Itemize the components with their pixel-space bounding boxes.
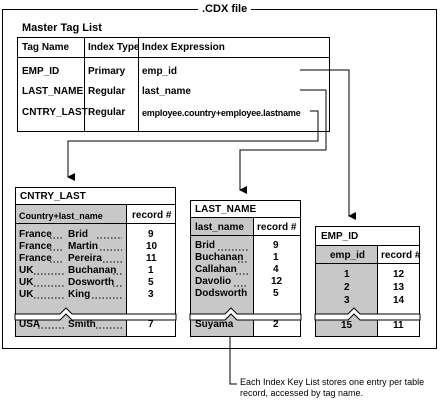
lastname-dotted-leaders — [218, 249, 248, 287]
cntry-dotted-leaders — [34, 237, 122, 329]
cntry-col2-header: record # — [132, 210, 172, 221]
empid-col-rule — [377, 246, 378, 336]
lastname-last-row-record: 2 — [273, 319, 279, 330]
cntry-row-2-name: Martin — [68, 241, 98, 252]
master-row-1-type: Primary — [88, 66, 126, 77]
cntry-row-2-country: France — [19, 241, 52, 252]
cntry-title-rule — [16, 204, 175, 205]
cntry-row-6-name: King — [68, 289, 91, 300]
cntry-row-1-record: 9 — [148, 229, 154, 240]
lastname-row-2-record: 1 — [273, 252, 279, 263]
empid-col2-header: record # — [381, 250, 421, 261]
empid-col1-header: emp_id — [330, 250, 366, 261]
empid-row-3-record: 14 — [393, 295, 405, 306]
last-name-title: LAST_NAME — [195, 204, 257, 215]
lastname-row-2-name: Buchanan — [195, 252, 244, 263]
cntry-row-4-country: UK — [19, 265, 34, 276]
lastname-col2-header: record # — [257, 222, 297, 233]
cntry-col1-header: Country+last_name — [19, 211, 103, 221]
cntry-last-connector — [67, 110, 319, 181]
emp-id-table: EMP_ID emp_id record # 1 12 2 13 3 14 15… — [315, 226, 420, 337]
lastname-last-row-name: Suyama — [195, 319, 234, 330]
last-name-connector — [239, 89, 327, 194]
cntry-row-3-country: France — [19, 253, 52, 264]
cntry-row-1-name: Brid — [68, 229, 88, 240]
cntry-row-5-record: 5 — [148, 277, 154, 288]
master-header-index-expression: Index Expression — [142, 42, 225, 53]
cntry-last-row-country: USA — [19, 319, 41, 330]
caption-connector — [229, 337, 237, 385]
cntry-last-row-name: Smith — [68, 319, 96, 330]
empid-row-2-id: 2 — [344, 282, 350, 293]
cdx-file-title: .CDX file — [198, 3, 252, 15]
master-row-1-tag: EMP_ID — [22, 66, 60, 77]
empid-row-1-record: 12 — [393, 269, 405, 280]
cntry-row-4-record: 1 — [148, 265, 154, 276]
cntry-last-row-record: 7 — [148, 319, 154, 330]
cntry-row-6-record: 3 — [148, 289, 154, 300]
master-tag-list-title: Master Tag List — [22, 22, 102, 34]
cntry-row-5-name: Dosworth — [68, 277, 115, 288]
master-row-3-expr: employee.country+employee.lastname — [142, 108, 301, 118]
empid-header-rule — [316, 263, 419, 264]
lastname-header-rule — [191, 235, 300, 236]
empid-row-1-id: 1 — [344, 269, 350, 280]
cntry-row-2-record: 10 — [146, 241, 158, 252]
master-header-tag-name: Tag Name — [22, 42, 70, 53]
master-row-3-type: Regular — [88, 107, 126, 118]
lastname-row-5-record: 5 — [273, 288, 279, 299]
cntry-header-rule — [16, 223, 175, 224]
master-row-2-type: Regular — [88, 86, 126, 97]
master-col-rule-2 — [138, 38, 139, 131]
empid-last-row-record: 11 — [393, 320, 404, 331]
cntry-row-3-name: Pereira — [68, 253, 102, 264]
cntry-row-1-country: France — [19, 229, 52, 240]
master-row-2-expr: last_name — [142, 86, 191, 97]
lastname-row-1-record: 9 — [273, 240, 279, 251]
master-row-1-expr: emp_id — [142, 66, 178, 77]
lastname-col1-header: last_name — [195, 222, 244, 233]
empid-last-row-id: 15 — [341, 320, 353, 331]
lastname-row-5-name: Dodsworth — [195, 288, 248, 299]
empid-row-2-record: 13 — [393, 282, 405, 293]
master-header-rule — [18, 57, 329, 58]
master-header-index-type: Index Type — [88, 42, 140, 53]
cntry-row-3-record: 11 — [146, 253, 157, 264]
master-tag-table: Tag Name Index Type Index Expression EMP… — [17, 37, 330, 132]
empid-key-column — [316, 246, 377, 336]
table-break-marks — [14, 307, 421, 321]
lastname-row-3-name: Callahan — [195, 264, 237, 275]
lastname-row-4-name: Davolio — [195, 276, 232, 287]
emp-id-connector — [300, 69, 356, 220]
master-row-3-tag: CNTRY_LAST — [22, 107, 88, 118]
master-col-rule-1 — [84, 38, 85, 131]
cntry-row-4-name: Buchanan — [68, 265, 117, 276]
empid-title-rule — [316, 245, 419, 246]
lastname-col-rule — [253, 218, 254, 336]
empid-row-3-id: 3 — [344, 295, 350, 306]
cntry-row-6-country: UK — [19, 289, 34, 300]
lastname-row-4-record: 12 — [271, 276, 283, 287]
cntry-col-rule — [126, 205, 127, 336]
emp-id-title: EMP_ID — [321, 231, 359, 242]
master-row-2-tag: LAST_NAME — [22, 86, 84, 97]
lastname-row-1-name: Brid — [195, 240, 215, 251]
caption-text: Each Index Key List stores one entry per… — [240, 377, 425, 398]
lastname-row-3-record: 4 — [273, 264, 279, 275]
lastname-title-rule — [191, 217, 300, 218]
cntry-row-5-country: UK — [19, 277, 34, 288]
cntry-last-title: CNTRY_LAST — [20, 191, 86, 202]
